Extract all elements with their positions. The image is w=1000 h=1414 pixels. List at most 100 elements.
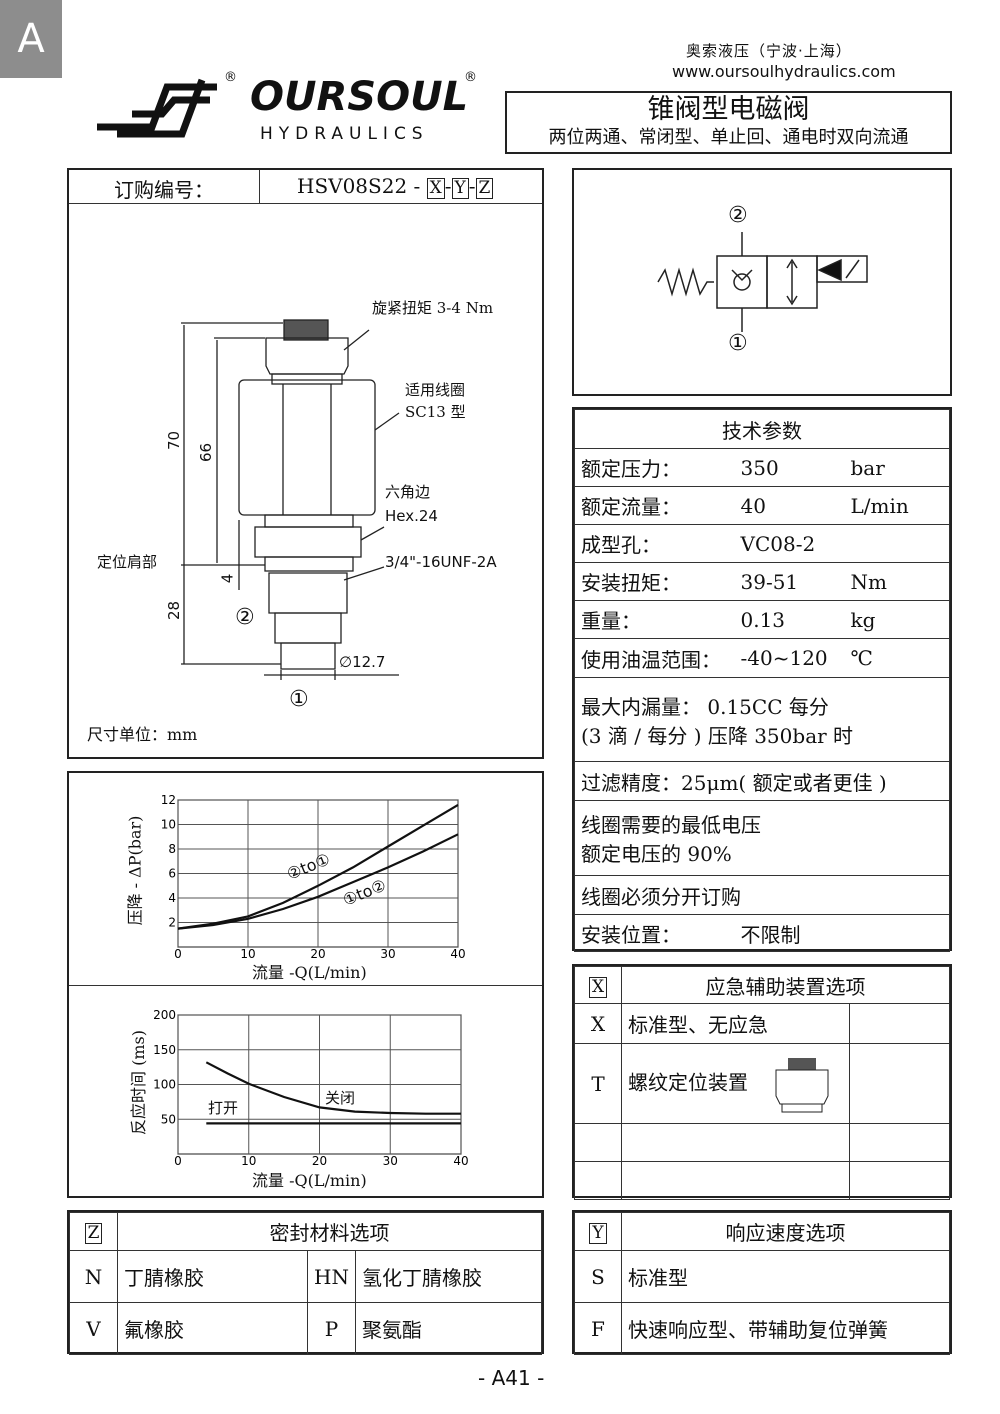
y-tick-label: 50 [161, 1112, 176, 1126]
series-label-close: 关闭 [325, 1089, 356, 1107]
y-tick-label: 6 [168, 867, 176, 881]
units-label: 尺寸单位：mm [87, 725, 198, 744]
thread-label: 3/4"-16UNF-2A [385, 553, 497, 571]
page-subtitle: 两位两通、常闭型、单止回、通电时双向流通 [548, 127, 909, 148]
y-tick-label: 8 [168, 842, 176, 856]
y-tick-label: 2 [168, 916, 176, 930]
logo-mark-icon [97, 78, 217, 138]
option-x-code: X [588, 976, 608, 998]
order-code: HSV08S22 - X-Y-Z [297, 174, 494, 199]
mount-value: 不限制 [734, 914, 950, 952]
series-line-②to① [177, 803, 459, 930]
option-code: T [574, 1043, 622, 1124]
spec-key: 重量： [574, 600, 735, 639]
chart1-xlabel: 流量 -Q(L/min) [252, 963, 367, 982]
website-link[interactable]: www.oursoulhydraulics.com [672, 62, 896, 81]
dash: - [444, 174, 452, 198]
spec-value: 350 [734, 448, 845, 487]
option-label: 氟橡胶 [117, 1302, 308, 1355]
order-code-label: 订购编号： [114, 178, 214, 202]
series-label-open: 打开 [208, 1099, 239, 1117]
series-line-①to② [177, 833, 459, 930]
spec-key: 额定流量： [574, 486, 735, 525]
page-title: 锥阀型电磁阀 [647, 94, 810, 125]
hex-label: 六角边 [385, 483, 431, 501]
specs-title: 技术参数 [574, 409, 950, 449]
hex-size-label: Hex.24 [385, 507, 438, 525]
spec-key: 使用油温范围： [574, 638, 735, 678]
spec-value: 39-51 [734, 562, 845, 601]
port-1-label: ① [289, 687, 309, 712]
option-label: 螺纹定位装置 [628, 1070, 748, 1094]
option-label: 标准型 [621, 1250, 950, 1303]
option-code: HN [307, 1250, 356, 1303]
spec-unit: kg [844, 600, 950, 639]
chart2-xlabel: 流量 -Q(L/min) [252, 1171, 367, 1190]
order-z: Z [475, 178, 494, 199]
option-label: 标准型、无应急 [621, 1003, 850, 1044]
order-x: X [426, 178, 445, 199]
y-tick-label: 100 [153, 1078, 176, 1092]
coil-label: 适用线圈 [405, 381, 466, 399]
x-tick-label: 0 [174, 947, 182, 961]
y-tick-label: 4 [168, 891, 176, 905]
valve-cartridge-drawing [181, 319, 400, 680]
y-tick-label: 150 [153, 1043, 176, 1057]
title-box: 锥阀型电磁阀 两位两通、常闭型、单止回、通电时双向流通 [505, 91, 952, 154]
voltage-line1: 线圈需要的最低电压 [581, 813, 761, 837]
coil-note: 线圈必须分开订购 [574, 875, 950, 915]
x-tick-label: 40 [450, 947, 465, 961]
charts-panel [67, 771, 544, 1198]
shoulder-label: 定位肩部 [97, 553, 158, 571]
spec-key: 成型孔： [574, 524, 735, 563]
option-z-code: Z [84, 1223, 103, 1244]
x-tick-label: 0 [174, 1154, 182, 1168]
valve-symbol-icon [657, 232, 868, 332]
series-line-关闭 [205, 1061, 461, 1115]
y-tick-label: 10 [161, 818, 176, 832]
option-label: 氢化丁腈橡胶 [355, 1250, 542, 1303]
leakage-spec: 最大内漏量： 0.15CC 每分 (3 滴 / 每分 ) 压降 350bar 时 [574, 677, 950, 762]
symbol-port-1: ① [728, 331, 748, 356]
leakage-line2: (3 滴 / 每分 ) 压降 350bar 时 [581, 723, 854, 748]
option-y-title: 响应速度选项 [621, 1212, 950, 1251]
threaded-knob-icon [775, 1057, 829, 1112]
x-tick-label: 40 [453, 1154, 468, 1168]
spec-row: 成型孔：VC08-2 [574, 524, 950, 563]
dash: - [468, 174, 476, 198]
chart2-ylabel: 反应时间 (ms) [128, 1030, 148, 1135]
x-tick-label: 10 [241, 1154, 256, 1168]
x-tick-label: 30 [383, 1154, 398, 1168]
option-label: 聚氨酯 [355, 1302, 542, 1355]
y-tick-label: 12 [161, 793, 176, 807]
registered-mark: ® [224, 70, 237, 85]
registered-mark: ® [464, 70, 477, 85]
y-tick-label: 200 [153, 1008, 176, 1022]
option-x-title: 应急辅助装置选项 [621, 966, 950, 1004]
filter-spec: 过滤精度：25μm( 额定或者更佳 ) [574, 761, 950, 801]
chart1-ylabel: 压降 - ΔP(bar) [125, 815, 145, 926]
logo-subtext: HYDRAULICS [260, 124, 429, 144]
x-tick-label: 20 [310, 947, 325, 961]
section-tab: A [0, 0, 62, 78]
option-y-code: Y [589, 1223, 607, 1244]
option-code: F [574, 1302, 622, 1355]
option-code: V [69, 1302, 118, 1355]
option-code: S [574, 1250, 622, 1303]
option-z-title: 密封材料选项 [117, 1212, 542, 1251]
dimension-drawing-panel: 订购编号： HSV08S22 - X-Y-Z 旋紧扭矩 3-4 Nm [67, 168, 544, 759]
leakage-line1: 最大内漏量： 0.15CC 每分 [581, 694, 829, 719]
spec-row: 使用油温范围：-40~120℃ [574, 638, 950, 678]
voltage-line2: 额定电压的 90% [581, 842, 732, 866]
